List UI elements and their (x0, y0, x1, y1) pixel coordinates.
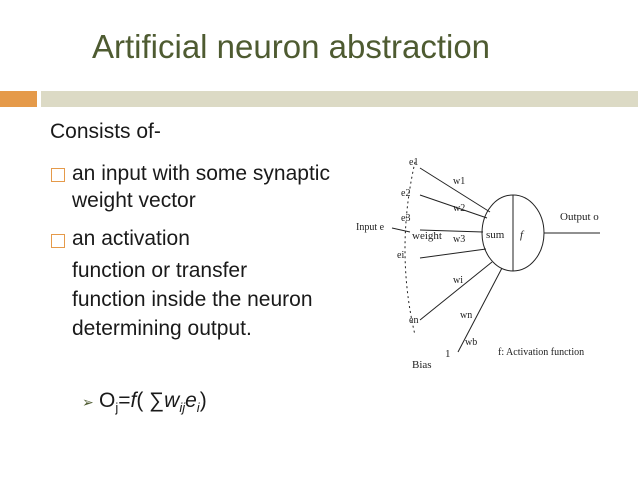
bullet-1-line-2: weight vector (72, 189, 196, 212)
input-line-n (419, 261, 493, 321)
wi-label: wi (453, 275, 463, 286)
weight-label: weight (412, 230, 442, 242)
bullet-1-line-1: an input with some synaptic (72, 162, 330, 185)
bullet-2-line-1: an activation (72, 227, 190, 250)
input-line-1 (419, 167, 491, 213)
sum-label: sum (486, 229, 505, 241)
formula-w-sub: ij (179, 400, 186, 416)
w1-label: w1 (453, 176, 465, 187)
bias-value: 1 (445, 348, 451, 360)
output-formula: Oj=f( ∑wijei) (99, 389, 207, 415)
activation-caption: f: Activation function (498, 347, 584, 358)
formula-w: w (164, 389, 180, 412)
ei-label: ei (397, 250, 404, 261)
input-line-2 (419, 194, 488, 219)
input-arrow (391, 227, 411, 233)
bullet-2-line-4: determining output. (72, 317, 252, 340)
bullet-2-line-2: function or transfer (72, 259, 248, 282)
bullet-box (51, 168, 65, 182)
e3-label: e3 (401, 213, 410, 224)
bias-label: Bias (412, 359, 432, 371)
title-rule-bar (41, 91, 638, 107)
f-label: f (520, 229, 525, 241)
formula-close: ) (199, 389, 207, 412)
input-label: Input e (356, 222, 385, 233)
formula-e-sub: i (196, 400, 200, 416)
input-line-3 (419, 229, 484, 233)
formula-o-sub: j (115, 400, 119, 416)
formula-f: f (130, 389, 137, 412)
w2-label: w2 (453, 203, 465, 214)
e2-label: e2 (401, 188, 410, 199)
input-line-i (419, 248, 487, 259)
wn-label: wn (460, 310, 472, 321)
output-label: Output o (560, 211, 599, 223)
formula-o: O (99, 389, 116, 412)
e1-label: e1 (409, 157, 418, 168)
title-accent-bar (0, 91, 37, 107)
page-title: Artificial neuron abstraction (92, 28, 491, 65)
bullet-2-line-3: function inside the neuron (72, 288, 313, 311)
formula-eq: = (118, 389, 131, 412)
input-bracket (404, 161, 416, 336)
formula-e: e (185, 389, 197, 412)
wb-label: wb (465, 337, 477, 348)
bullet-box (51, 234, 65, 248)
intro-text: Consists of- (50, 120, 161, 143)
arrow-bullet-icon: ➢ (82, 394, 94, 410)
bias-line (457, 267, 503, 353)
w3-label: w3 (453, 234, 465, 245)
formula-open: ( ∑ (136, 389, 165, 412)
en-label: en (409, 315, 418, 326)
